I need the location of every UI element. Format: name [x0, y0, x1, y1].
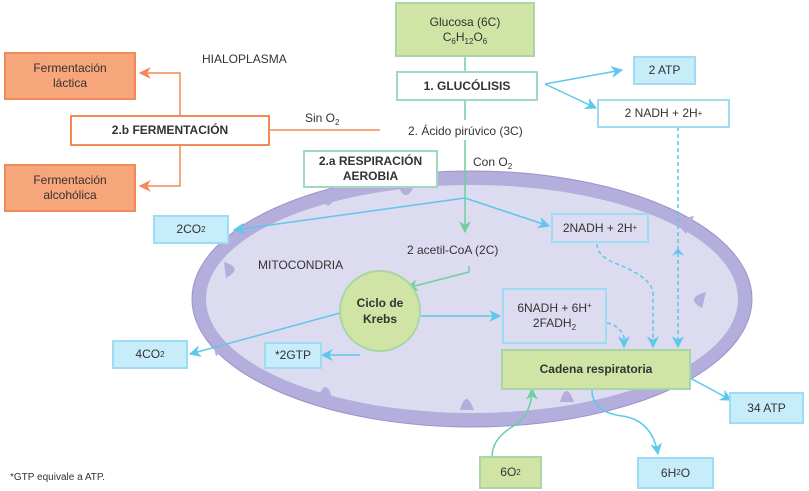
glycolysis-nadh-box: 2 NADH + 2H+ — [597, 99, 730, 128]
arrow-fermentation-alcoholic — [138, 146, 181, 192]
condition-with-oxygen: Con O2 — [473, 155, 513, 171]
arrow-chain-water — [591, 389, 663, 456]
arrow-link-co2 — [232, 197, 466, 235]
footnote: *GTP equivale a ATP. — [10, 472, 106, 483]
glycolysis-box: 1. GLUCÓLISIS — [396, 71, 538, 101]
respiratory-chain-box: Cadena respiratoria — [501, 349, 691, 390]
region-label-mitocondria: MITOCONDRIA — [258, 258, 344, 272]
arrow-link-nadh — [464, 197, 551, 229]
arrow-fermentation-lactic — [138, 67, 181, 115]
arrow-glycolysis-atp — [544, 66, 624, 85]
arrow-chain-atp — [689, 377, 733, 401]
membrane-transport-marker — [672, 248, 684, 256]
fermentation-box: 2.b FERMENTACIÓN — [70, 115, 270, 146]
arrow-link-nadh-chain — [596, 243, 659, 349]
condition-without-oxygen: Sin O2 — [305, 111, 340, 127]
arrow-krebs-co2 — [188, 312, 341, 357]
krebs-gtp-box: *2GTP — [264, 342, 322, 369]
cristae — [212, 186, 706, 410]
arrow-glycolysis-nadh — [544, 83, 598, 109]
glucose-name: Glucosa (6C) — [429, 14, 501, 29]
arrow-oxygen-chain — [491, 387, 538, 458]
chain-atp-box: 34 ATP — [729, 392, 804, 424]
glucose-box: Glucosa (6C) C6H12O6 — [395, 2, 535, 57]
pyruvate-label: 2. Ácido pirúvico (3C) — [408, 124, 523, 138]
glycolysis-atp-box: 2 ATP — [633, 56, 696, 85]
link-nadh-box: 2NADH + 2H+ — [551, 213, 649, 243]
acetyl-coa-label: 2 acetil-CoA (2C) — [407, 243, 499, 257]
region-label-hialoplasma: HIALOPLASMA — [202, 52, 287, 66]
krebs-nadh-fadh-box: 6NADH + 6H+ 2FADH2 — [502, 288, 607, 344]
arrow-acetylcoa-krebs — [405, 266, 470, 292]
arrow-krebs-nadh-chain — [606, 322, 630, 349]
glucose-formula: C6H12O6 — [442, 29, 488, 46]
